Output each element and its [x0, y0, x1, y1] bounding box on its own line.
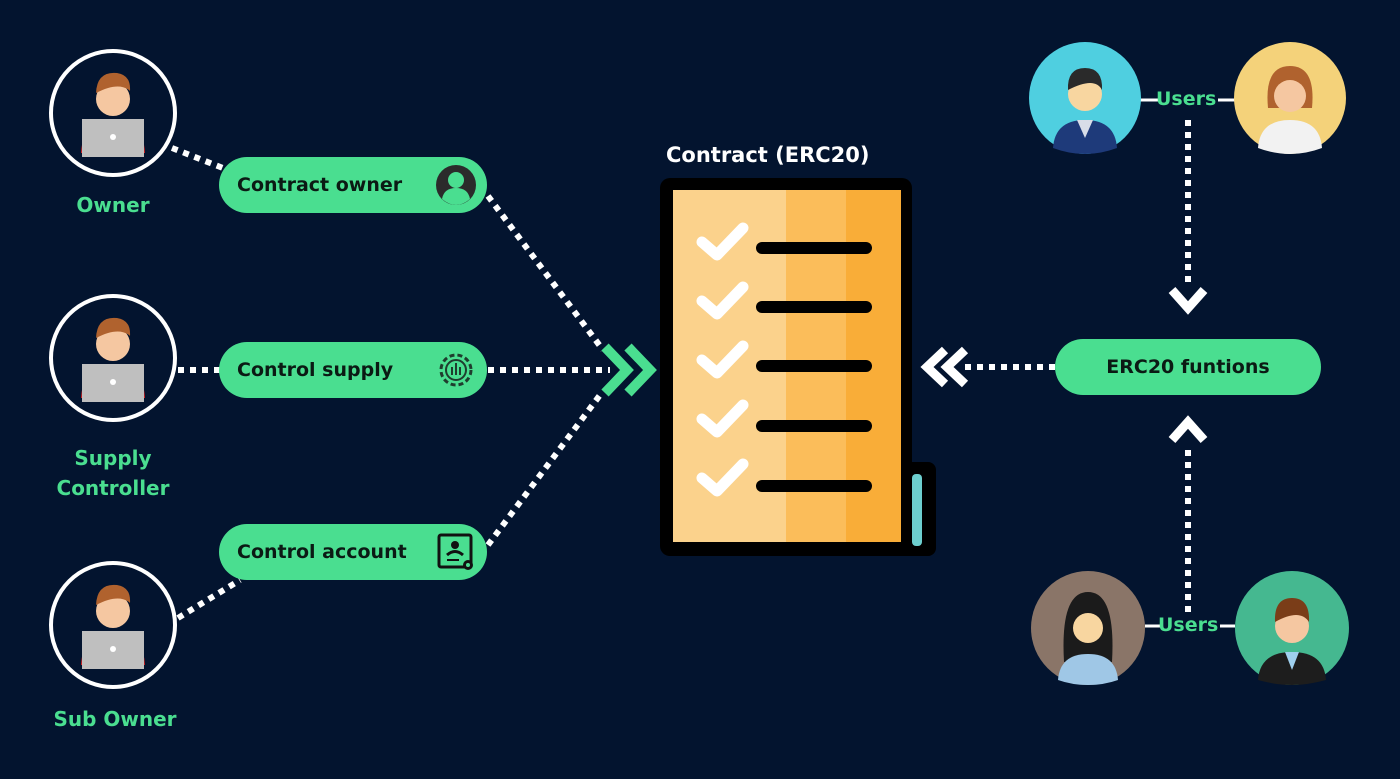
connector-subowner-to-pill — [176, 577, 242, 621]
role-label-line2: Controller — [56, 476, 170, 500]
role-label-line1: Supply — [74, 446, 152, 470]
pill-label: Control supply — [237, 359, 394, 381]
avatar-user-woman-dark-hair — [1031, 571, 1145, 685]
double-chevron-right-icon — [601, 343, 657, 397]
account-settings-icon — [437, 533, 473, 570]
role-label-sub-owner: Sub Owner — [53, 707, 177, 731]
pill-erc20-functions: ERC20 funtions — [1055, 339, 1321, 395]
text-lines — [756, 242, 872, 492]
connector-pill1-to-contract — [485, 194, 606, 352]
chevron-up-icon — [1168, 415, 1208, 443]
avatar-user-woman — [1234, 42, 1346, 154]
avatar-sub-owner — [49, 561, 177, 689]
contract-title: Contract (ERC20) — [666, 143, 870, 167]
connectors — [170, 120, 1191, 621]
pill-label: Control account — [237, 541, 407, 563]
avatar-user-businessman-green — [1235, 571, 1349, 685]
pill-control-supply: Control supply — [219, 342, 487, 398]
users-label-top: Users — [1156, 88, 1217, 110]
user-silhouette-icon — [436, 165, 476, 205]
contract-document-icon — [660, 178, 936, 556]
pill-contract-owner: Contract owner — [219, 157, 487, 213]
role-label-supply-controller: Supply Controller — [40, 443, 186, 503]
users-label-bottom: Users — [1158, 614, 1219, 636]
avatar-user-businessman — [1029, 42, 1141, 154]
checkmarks — [696, 222, 749, 497]
gear-circuit-icon — [439, 353, 473, 387]
avatar-supply-controller — [49, 294, 177, 422]
connector-owner-to-pill — [170, 145, 230, 173]
connector-pill3-to-contract — [485, 393, 603, 547]
avatar-owner — [49, 49, 177, 177]
role-label-owner: Owner — [76, 193, 150, 217]
pill-label: ERC20 funtions — [1106, 356, 1270, 378]
chevron-down-icon — [1168, 287, 1208, 315]
pill-label: Contract owner — [237, 174, 403, 196]
pill-control-account: Control account — [219, 524, 487, 580]
double-chevron-left-icon — [920, 346, 969, 388]
